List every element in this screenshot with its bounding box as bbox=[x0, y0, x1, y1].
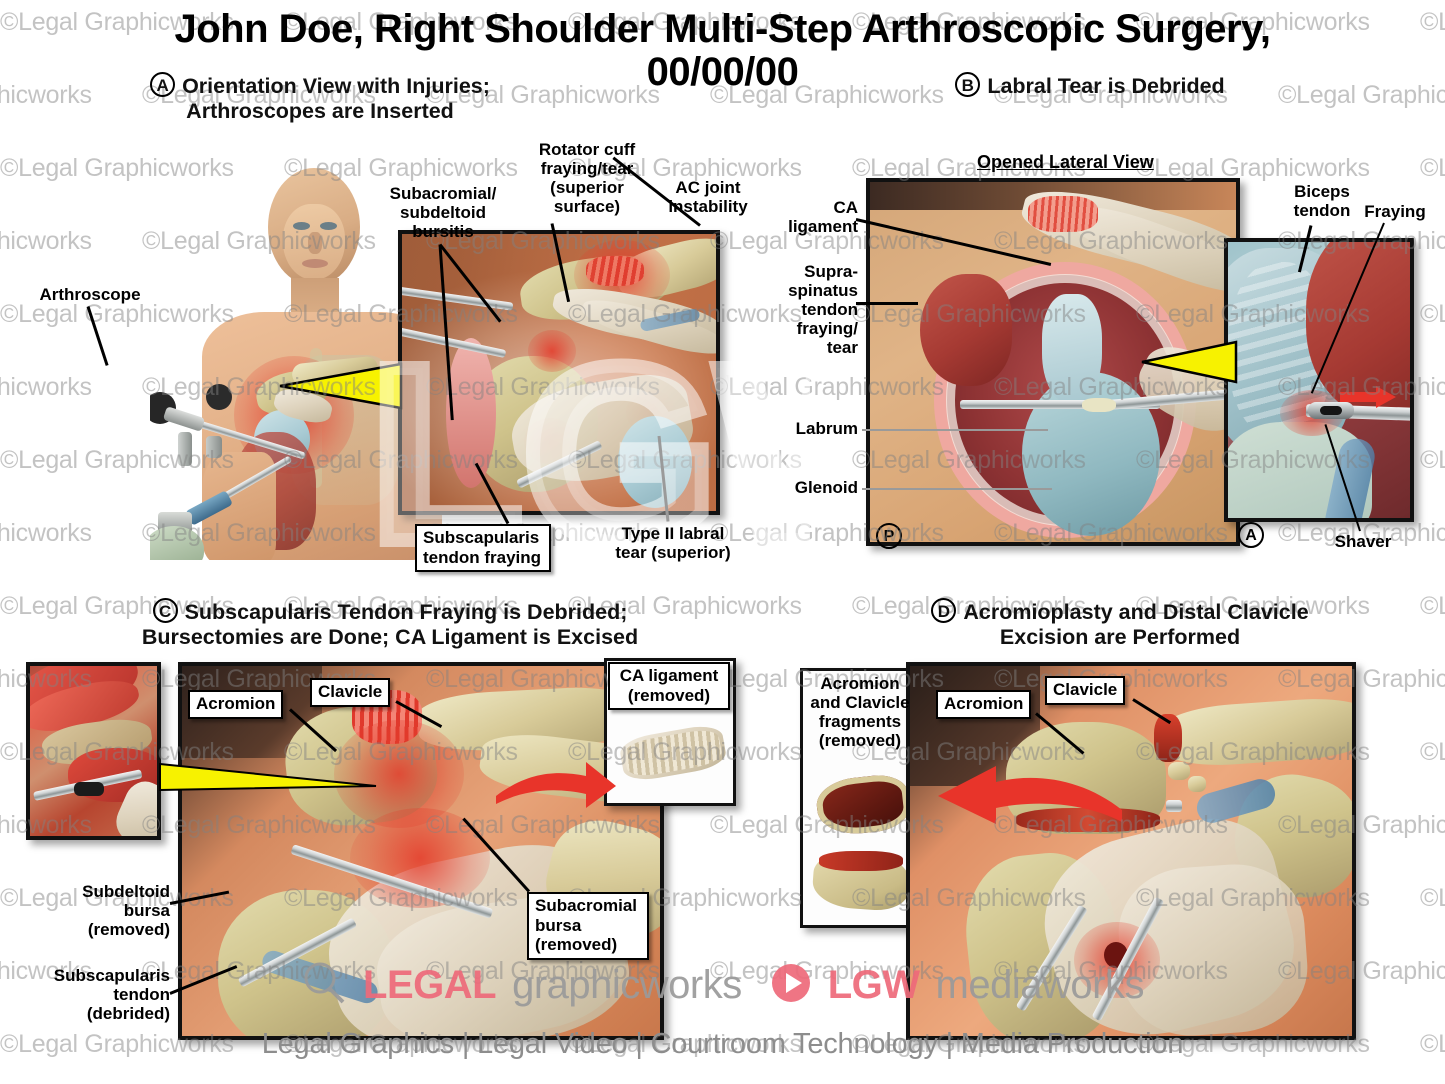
watermark-text: ©Legal Graphicworks bbox=[1420, 738, 1445, 766]
watermark-text: ©Legal Graphicworks bbox=[1420, 154, 1445, 182]
label-ca-ligament-removed: CA ligament (removed) bbox=[608, 662, 730, 711]
watermark-text: ©Legal Graphicworks bbox=[1420, 884, 1445, 912]
label-clavicle-c: Clavicle bbox=[310, 678, 391, 707]
page-title-line2: 00/00/00 bbox=[646, 50, 799, 95]
label-ca-ligament-b: CA ligament bbox=[788, 198, 858, 237]
panel-d-title-line1: Acromioplasty and Distal Clavicle bbox=[963, 600, 1309, 624]
label-acromion-clavicle-fragments: Acromion and Clavicle fragments (removed… bbox=[810, 674, 910, 751]
logo-graphicworks-text: graphicworks bbox=[512, 963, 742, 1007]
label-subscapularis-debrided: Subscapularis tendon (debrided) bbox=[53, 966, 170, 1024]
panel-d-main-view bbox=[906, 662, 1356, 1040]
panel-c-title-line1: Subscapularis Tendon Fraying is Debrided… bbox=[184, 600, 628, 624]
logo-legal-text: LEGAL bbox=[363, 963, 497, 1007]
magnifier-wedge-c bbox=[159, 762, 377, 792]
transfer-arrow-c bbox=[496, 762, 616, 808]
page-title: John Doe, Right Shoulder Multi-Step Arth… bbox=[0, 7, 1445, 95]
panel-c-title-line2: Bursectomies are Done; CA Ligament is Ex… bbox=[141, 624, 639, 649]
label-arthroscope: Arthroscope bbox=[39, 285, 141, 304]
panel-d-fragments-inset bbox=[800, 668, 922, 928]
label-subacromial-bursa-removed: Subacromial bursa (removed) bbox=[527, 892, 649, 960]
label-clavicle-d: Clavicle bbox=[1045, 676, 1126, 705]
footer-tagline: Legal Graphics | Legal Video | Courtroom… bbox=[261, 1028, 1184, 1060]
panel-d-letter: D bbox=[931, 598, 957, 623]
leader-supraspinatus bbox=[856, 302, 918, 305]
panel-b-marker-posterior: P bbox=[876, 523, 902, 549]
label-subscapularis-fraying: Subscapularis tendon fraying bbox=[415, 524, 551, 573]
watermark-text: ©Legal Graphicworks bbox=[1420, 446, 1445, 474]
label-fraying-b: Fraying bbox=[1364, 202, 1426, 221]
label-supraspinatus-fraying: Supra- spinatus tendon fraying/ tear bbox=[788, 262, 858, 358]
label-ac-joint-instability: AC joint instability bbox=[668, 178, 748, 217]
panel-a-letter: A bbox=[150, 72, 176, 97]
logo-lgw-text: LGW bbox=[827, 963, 920, 1007]
watermark-text: ©Legal Graphicworks bbox=[1420, 300, 1445, 328]
panel-d-title-line2: Excision are Performed bbox=[999, 624, 1241, 649]
panel-c-left-inset bbox=[26, 662, 161, 840]
page-title-line1: John Doe, Right Shoulder Multi-Step Arth… bbox=[174, 7, 1272, 51]
label-acromion-c: Acromion bbox=[188, 690, 284, 719]
panel-c-letter: C bbox=[152, 598, 178, 623]
panel-a-title-line2: Arthroscopes are Inserted bbox=[186, 98, 454, 123]
label-subacromial-bursitis: Subacromial/ subdeltoid bursitis bbox=[389, 184, 497, 242]
logo-mediaworks-text: mediaworks bbox=[935, 963, 1145, 1007]
panel-b-marker-anterior: A bbox=[1238, 522, 1264, 548]
panel-a-title-line1: Orientation View with Injuries; bbox=[182, 74, 490, 98]
panel-b-letter: B bbox=[955, 72, 981, 97]
watermark-text: ©Legal Graphicworks bbox=[0, 227, 92, 255]
panel-b-opened-lateral-view bbox=[866, 178, 1240, 546]
watermark-text: ©Legal Graphicworks bbox=[1420, 592, 1445, 620]
label-subdeltoid-bursa-removed: Subdeltoid bursa (removed) bbox=[82, 882, 170, 940]
footer-logos: LEGAL graphicworks LGW mediaworks bbox=[0, 960, 1445, 1011]
panel-b-title-text: Labral Tear is Debrided bbox=[987, 74, 1225, 98]
magnifier-wedge-a bbox=[279, 362, 403, 410]
watermark-text: ©Legal Graphicworks bbox=[0, 373, 92, 401]
magnifier-icon bbox=[301, 960, 347, 1011]
play-icon bbox=[770, 962, 812, 1009]
leader-labrum bbox=[862, 429, 1048, 431]
label-shaver: Shaver bbox=[1334, 532, 1392, 551]
label-rotator-cuff-fraying: Rotator cuff fraying/tear (superior surf… bbox=[538, 140, 636, 217]
label-acromion-d: Acromion bbox=[936, 690, 1032, 719]
leader-glenoid bbox=[862, 488, 1052, 490]
panel-b-caption: Opened Lateral View bbox=[977, 152, 1154, 172]
label-labrum: Labrum bbox=[795, 419, 858, 438]
panel-a-arthroscopic-view bbox=[398, 230, 720, 515]
label-glenoid: Glenoid bbox=[794, 478, 858, 497]
magnifier-wedge-b bbox=[1141, 340, 1238, 384]
label-type-ii-labral-tear: Type II labral tear (superior) bbox=[615, 524, 731, 563]
watermark-text: ©Legal Graphicworks bbox=[0, 519, 92, 547]
leader-arthroscope bbox=[86, 306, 109, 366]
panel-b-shaver-inset bbox=[1224, 238, 1414, 522]
label-biceps-tendon: Biceps tendon bbox=[1293, 182, 1351, 221]
